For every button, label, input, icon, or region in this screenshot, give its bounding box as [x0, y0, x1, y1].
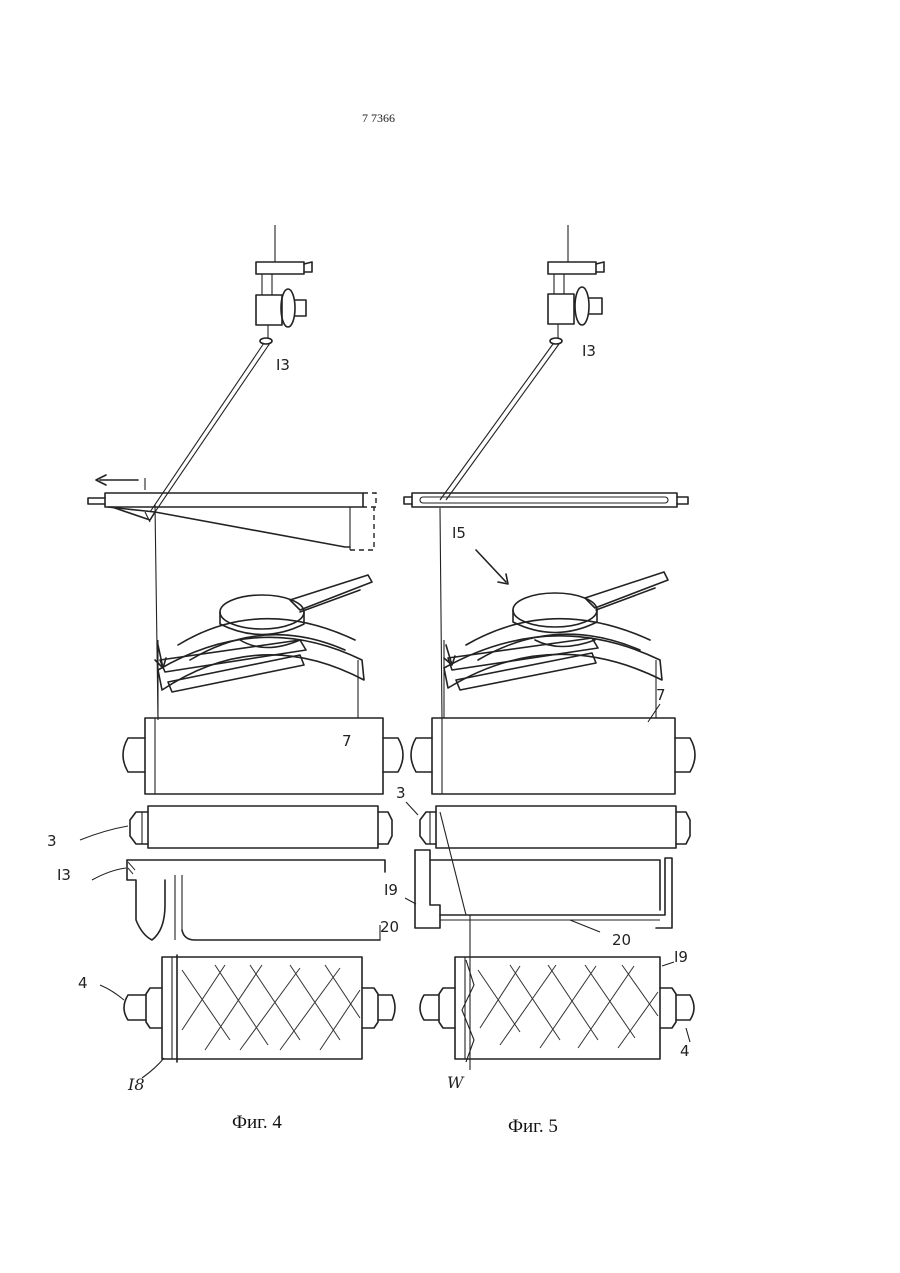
fig4-leader-rod [80, 826, 128, 840]
fig5-label-guide: I3 [582, 342, 596, 360]
fig5-yarn-upper [440, 344, 553, 500]
fig4-tray [127, 860, 385, 940]
fig4-label-rod: 3 [47, 832, 57, 850]
fig4-rod-3 [130, 806, 392, 848]
fig5-yarn-lower [440, 812, 466, 915]
fig4-label-channel: 20 [380, 918, 399, 936]
fig5-arrow-15 [476, 550, 506, 582]
fig4-leader-cut [142, 1058, 164, 1078]
fig5-leader-channel [570, 920, 600, 932]
fig5-rotary-cutter [444, 572, 668, 718]
fig4-label-roller: 7 [342, 732, 352, 750]
fig4-label-cut: I8 [127, 1075, 145, 1094]
fig4-roller-7 [123, 718, 403, 794]
fig4-bobbin-package [124, 955, 395, 1062]
fig4-traverse-rail [88, 475, 376, 550]
fig4-label-tray: I3 [57, 866, 71, 884]
fig5-spool-assembly [548, 225, 604, 344]
fig4-label-guide: I3 [276, 356, 290, 374]
figure-4: I3 [47, 225, 403, 1133]
fig5-roller-7 [411, 718, 695, 794]
fig4-rotary-cutter [155, 575, 372, 718]
fig5-label-bobbin: 4 [680, 1042, 690, 1060]
fig4-leader-tray [92, 868, 126, 880]
fig5-label-channel: 20 [612, 931, 631, 949]
fig5-rod-3 [420, 806, 690, 848]
figure-5: I3 I5 [384, 225, 695, 1137]
fig4-spool-assembly [256, 225, 312, 344]
fig4-caption: Фиг. 4 [232, 1112, 282, 1133]
fig5-label-yarn: W [447, 1073, 465, 1092]
fig5-tray [415, 850, 672, 928]
fig4-label-bobbin: 4 [78, 974, 88, 992]
fig5-label-tray: I9 [384, 881, 398, 899]
fig5-caption: Фиг. 5 [508, 1116, 558, 1137]
fig5-label-arrow: I5 [452, 524, 466, 542]
fig5-label-rod: 3 [396, 784, 406, 802]
fig5-label-package: I9 [674, 948, 688, 966]
fig4-leader-bobbin [100, 985, 124, 1000]
fig5-yarn-vertical [440, 508, 442, 720]
fig5-label-roller: 7 [656, 686, 666, 704]
page-number: 7 7366 [362, 111, 395, 125]
fig4-yarn-upper [150, 343, 264, 512]
fig5-bobbin-package [420, 957, 694, 1059]
